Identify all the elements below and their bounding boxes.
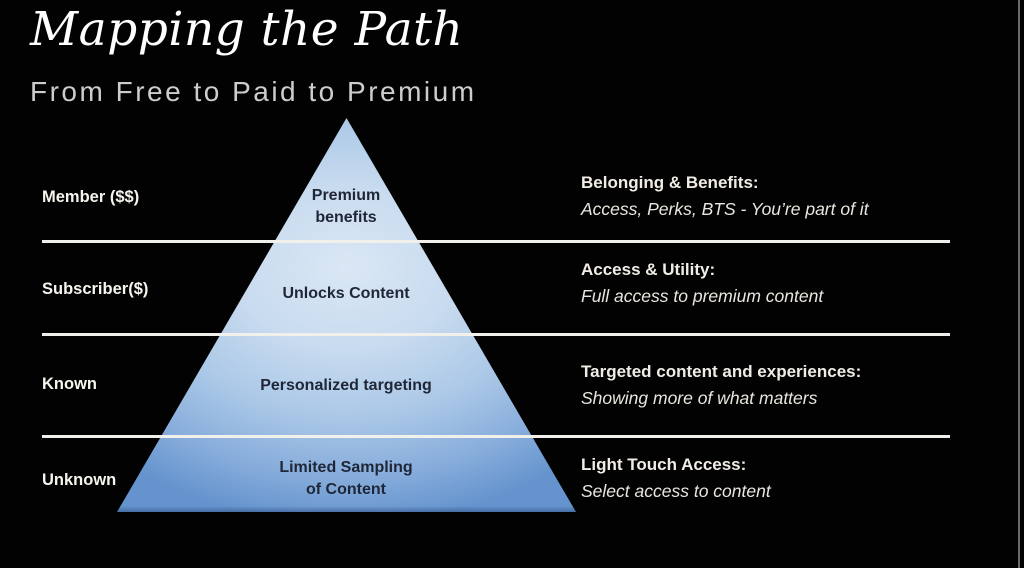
tier-pyramid-label: Unlocks Content bbox=[196, 283, 496, 305]
pyramid-label-line: Limited Sampling bbox=[279, 459, 413, 476]
tier-right-desc: Select access to content bbox=[581, 481, 771, 501]
tier-pyramid-label: Personalized targeting bbox=[196, 375, 496, 397]
pyramid-label-line: Unlocks Content bbox=[282, 285, 410, 302]
tier-left-label: Known bbox=[42, 375, 97, 393]
tier-right-block: Belonging & Benefits: Access, Perks, BTS… bbox=[581, 173, 869, 220]
tier-pyramid-label: Premium benefits bbox=[196, 185, 496, 228]
slide-subtitle: From Free to Paid to Premium bbox=[30, 76, 477, 107]
tier-right-block: Light Touch Access: Select access to con… bbox=[581, 455, 771, 502]
tier-left-label: Subscriber($) bbox=[42, 280, 149, 298]
tier-right-title: Access & Utility: bbox=[581, 260, 716, 279]
tier-divider-line-1 bbox=[42, 240, 950, 243]
tier-divider-line-3 bbox=[42, 435, 950, 438]
pyramid-label-line: Premium bbox=[311, 187, 381, 204]
tier-right-desc: Showing more of what matters bbox=[581, 388, 818, 408]
tier-left-label: Unknown bbox=[42, 471, 117, 489]
slide-title: Mapping the Path bbox=[30, 2, 464, 57]
tier-pyramid-label: Limited Sampling of Content bbox=[196, 457, 496, 500]
tier-right-desc: Access, Perks, BTS - You’re part of it bbox=[581, 199, 869, 219]
tier-left-label: Member ($$) bbox=[42, 188, 140, 206]
pyramid-label-line: benefits bbox=[315, 208, 377, 226]
pyramid-label-line: of Content bbox=[306, 480, 386, 498]
slide-right-edge-line bbox=[1018, 0, 1020, 568]
tier-right-title: Targeted content and experiences: bbox=[581, 362, 862, 381]
tier-right-title: Light Touch Access: bbox=[581, 455, 747, 474]
tier-right-desc: Full access to premium content bbox=[581, 286, 824, 306]
tier-right-title: Belonging & Benefits: bbox=[581, 173, 759, 192]
tier-right-block: Access & Utility: Full access to premium… bbox=[581, 260, 823, 307]
pyramid-label-line: Personalized targeting bbox=[260, 377, 432, 394]
tier-divider-line-2 bbox=[42, 333, 950, 336]
tier-right-block: Targeted content and experiences: Showin… bbox=[581, 362, 861, 409]
